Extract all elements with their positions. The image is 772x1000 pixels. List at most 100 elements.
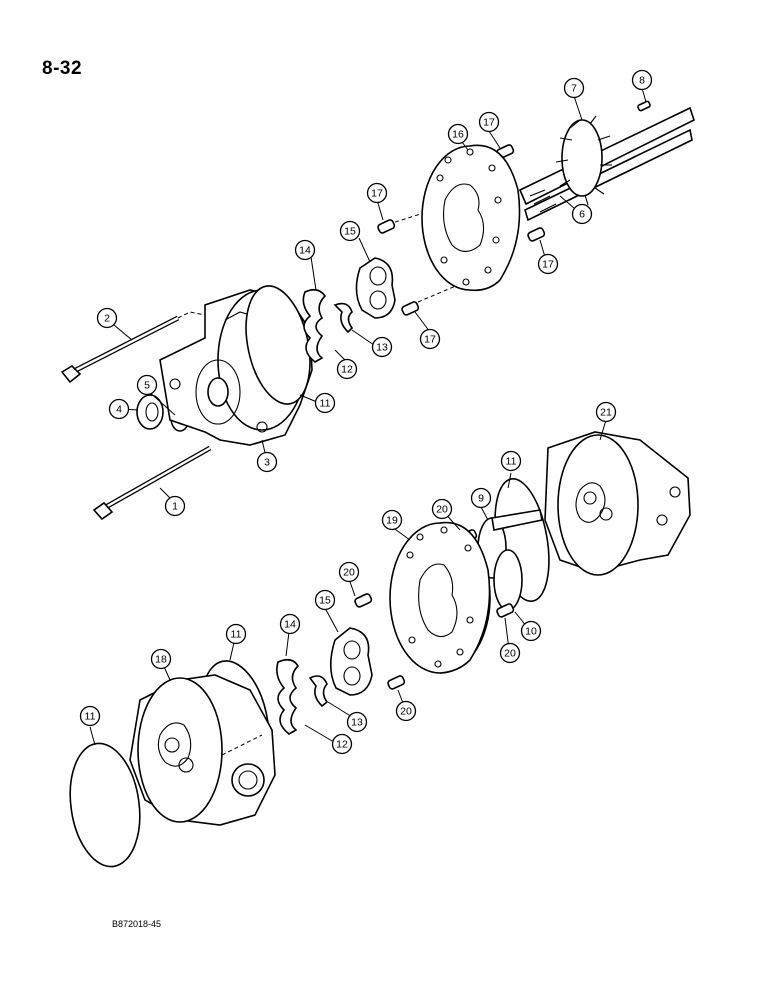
callout-label: 17 xyxy=(371,188,383,200)
callout-label: 15 xyxy=(344,226,356,238)
callout-label: 14 xyxy=(284,619,296,631)
gear-assembly-9-10 xyxy=(477,509,543,611)
callout-c17a: 17 xyxy=(478,111,500,133)
callout-label: 19 xyxy=(386,515,398,527)
callout-c1: 1 xyxy=(164,495,186,517)
gear-body-19 xyxy=(389,521,491,674)
callout-c6: 6 xyxy=(571,203,593,225)
callout-c20a: 20 xyxy=(431,498,453,520)
o-ring-11-upper xyxy=(245,285,311,405)
callout-label: 4 xyxy=(116,404,122,416)
callout-circle xyxy=(225,623,247,645)
callout-label: 20 xyxy=(504,648,516,660)
callout-label: 16 xyxy=(452,129,464,141)
callout-circle xyxy=(79,705,101,727)
callout-c20c: 20 xyxy=(499,642,521,664)
callout-c9: 9 xyxy=(470,487,492,509)
callout-label: 11 xyxy=(85,711,96,723)
callout-c21: 21 xyxy=(595,401,617,423)
callout-label: 6 xyxy=(579,209,585,221)
drive-shaft-6 xyxy=(518,106,695,222)
callout-c10: 10 xyxy=(520,620,542,642)
callout-label: 15 xyxy=(319,595,331,607)
callout-circle xyxy=(470,487,492,509)
backup-13-upper xyxy=(333,302,354,334)
callout-circle xyxy=(96,307,118,329)
seal-14-upper xyxy=(302,288,327,363)
callout-label: 7 xyxy=(571,83,577,95)
callout-label: 17 xyxy=(424,334,436,346)
bolt-2 xyxy=(60,311,206,384)
seal-4 xyxy=(136,394,164,430)
page-number: 8-32 xyxy=(42,58,83,79)
callout-c20b: 20 xyxy=(338,561,360,583)
callout-label: 14 xyxy=(299,245,311,257)
callout-c5: 5 xyxy=(136,374,158,396)
callout-circle xyxy=(478,111,500,133)
callout-circle xyxy=(571,203,593,225)
callout-label: 17 xyxy=(483,117,495,129)
callout-circle xyxy=(447,123,469,145)
callout-c4: 4 xyxy=(108,398,130,420)
callout-label: 20 xyxy=(400,706,412,718)
callout-label: 10 xyxy=(525,626,537,638)
callout-circle xyxy=(346,711,368,733)
callout-circle xyxy=(164,495,186,517)
callout-circle xyxy=(256,451,278,473)
callout-circle xyxy=(294,239,316,261)
callout-circle xyxy=(314,392,336,414)
callout-circle xyxy=(395,700,417,722)
callout-circle xyxy=(279,613,301,635)
callout-c8: 8 xyxy=(631,69,653,91)
callout-c17c: 17 xyxy=(537,253,559,275)
callout-circle xyxy=(595,401,617,423)
figure-code: B872018-45 xyxy=(112,919,162,929)
callout-label: 11 xyxy=(320,398,331,410)
plate-15-lower xyxy=(329,627,373,696)
seal-14-lower xyxy=(276,658,300,735)
callout-c11c: 11 xyxy=(225,623,247,645)
callout-label: 12 xyxy=(336,739,348,751)
callout-circle xyxy=(499,642,521,664)
callout-label: 13 xyxy=(351,717,363,729)
callout-circle xyxy=(537,253,559,275)
callout-circle xyxy=(563,77,585,99)
key-8 xyxy=(637,100,651,112)
callout-label: 13 xyxy=(376,342,388,354)
housing-18 xyxy=(129,674,276,826)
callout-circle xyxy=(419,328,441,350)
backup-13-lower xyxy=(308,675,329,708)
callout-circle xyxy=(520,620,542,642)
callout-label: 1 xyxy=(172,501,178,513)
callout-c14b: 14 xyxy=(279,613,301,635)
callout-label: 5 xyxy=(144,380,150,392)
callout-label: 8 xyxy=(639,75,645,87)
callout-circle xyxy=(500,450,522,472)
callout-circle xyxy=(631,69,653,91)
callout-c2: 2 xyxy=(96,307,118,329)
callout-c18: 18 xyxy=(150,648,172,670)
end-cover-21 xyxy=(544,431,691,576)
dowel-pins-17-upper xyxy=(377,144,546,316)
callout-c13b: 13 xyxy=(346,711,368,733)
callout-circle xyxy=(366,182,388,204)
callout-c17b: 17 xyxy=(366,182,388,204)
callout-label: 11 xyxy=(231,629,242,641)
callout-circle xyxy=(150,648,172,670)
callout-c20d: 20 xyxy=(395,700,417,722)
callout-circle xyxy=(136,374,158,396)
callout-label: 3 xyxy=(264,457,270,469)
callout-c7: 7 xyxy=(563,77,585,99)
callout-label: 20 xyxy=(436,504,448,516)
callout-circle xyxy=(336,358,358,380)
callout-c15a: 15 xyxy=(339,220,361,242)
callout-label: 11 xyxy=(506,456,517,468)
callout-c12b: 12 xyxy=(331,733,353,755)
callout-label: 9 xyxy=(478,493,484,505)
callout-c14a: 14 xyxy=(294,239,316,261)
gear-7 xyxy=(555,115,612,206)
callout-c12a: 12 xyxy=(336,358,358,380)
callout-label: 12 xyxy=(341,364,353,376)
callout-c15b: 15 xyxy=(314,589,336,611)
